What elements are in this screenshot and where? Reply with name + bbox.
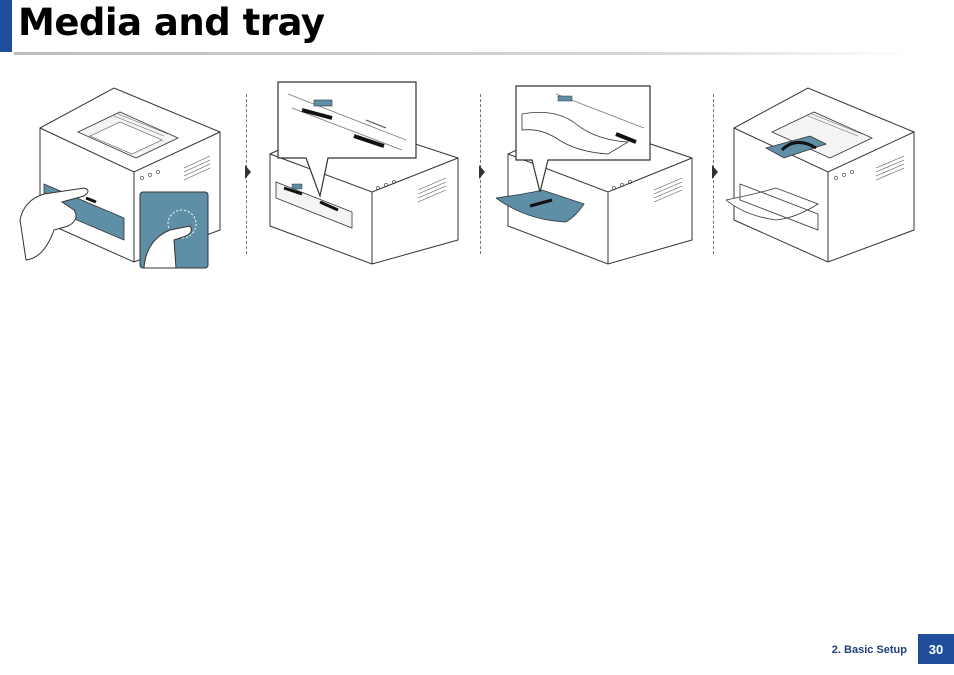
page-title: Media and tray bbox=[18, 0, 325, 46]
step-2-illustration bbox=[262, 80, 482, 275]
step-arrow-icon bbox=[712, 165, 718, 179]
printer-icon bbox=[262, 80, 482, 275]
step-arrow-icon bbox=[479, 165, 485, 179]
step-1-illustration bbox=[14, 80, 234, 275]
title-accent-bar bbox=[0, 0, 12, 52]
printer-icon bbox=[726, 80, 926, 275]
section-label: 2. Basic Setup bbox=[832, 644, 907, 656]
printer-icon bbox=[14, 80, 234, 275]
step-4-illustration bbox=[726, 80, 946, 275]
title-underline bbox=[14, 52, 914, 55]
printer-icon bbox=[496, 80, 716, 275]
illustration-steps bbox=[14, 80, 924, 275]
step-arrow-icon bbox=[245, 165, 251, 179]
step-3-illustration bbox=[496, 80, 716, 275]
page-number-badge: 30 bbox=[918, 634, 954, 664]
